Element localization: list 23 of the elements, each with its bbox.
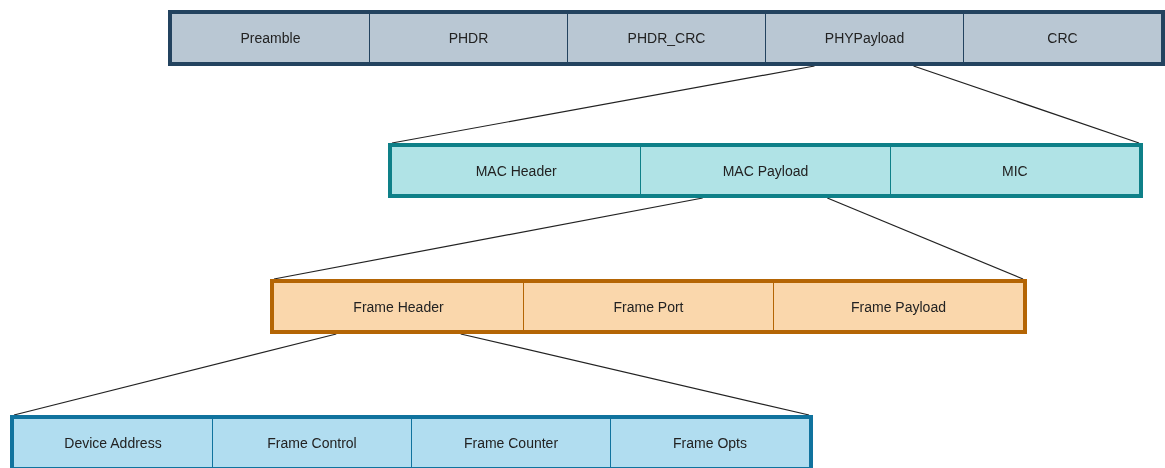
expansion-line: [826, 197, 1024, 280]
packet-field: Frame Header: [274, 283, 523, 330]
packet-field: Preamble: [172, 14, 369, 62]
packet-field: Frame Payload: [773, 283, 1023, 330]
expansion-line: [912, 65, 1140, 144]
packet-field: MAC Payload: [640, 147, 890, 194]
expansion-line: [391, 65, 816, 144]
packet-row: [388, 143, 1143, 198]
packet-field: PHDR: [369, 14, 567, 62]
packet-field: Frame Control: [212, 419, 411, 467]
packet-field: MIC: [889, 147, 1139, 194]
packet-field: Frame Counter: [411, 419, 610, 467]
packet-field: PHYPayload: [765, 14, 963, 62]
packet-row: [270, 279, 1027, 334]
packet-field: PHDR_CRC: [567, 14, 765, 62]
packet-field: CRC: [963, 14, 1161, 62]
packet-row: [168, 10, 1165, 66]
packet-field: MAC Header: [392, 147, 641, 194]
packet-field: Frame Opts: [610, 419, 809, 467]
packet-field: Frame Port: [523, 283, 773, 330]
packet-row: [10, 415, 813, 468]
packet-field: Device Address: [14, 419, 212, 467]
expansion-line: [273, 197, 704, 280]
